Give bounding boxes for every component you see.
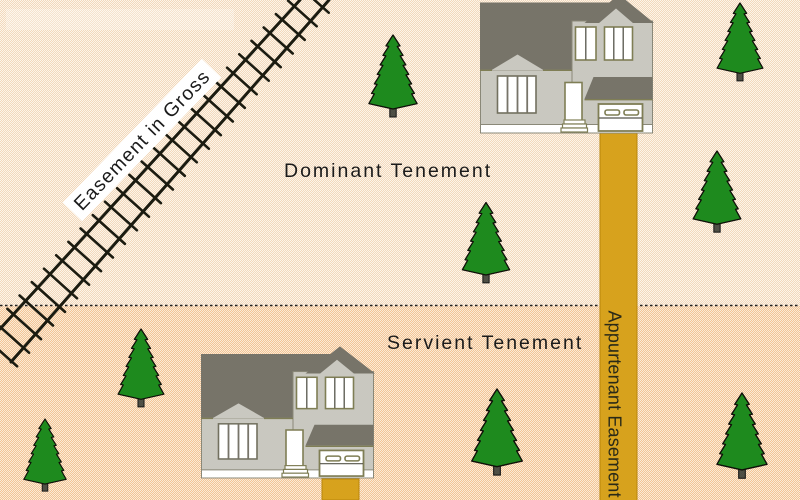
svg-text:Servient Tenement: Servient Tenement: [387, 332, 583, 354]
svg-text:Appurtenant Easement: Appurtenant Easement: [605, 311, 625, 498]
svg-text:Dominant Tenement: Dominant Tenement: [284, 160, 492, 182]
